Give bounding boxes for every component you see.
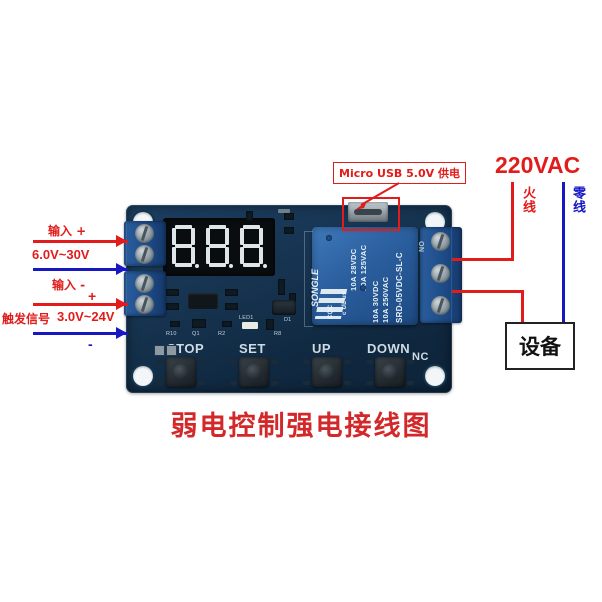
- device-box: 设备: [505, 322, 575, 370]
- wire-com-vertical: [521, 290, 524, 324]
- label-neutral-wire: 零线: [570, 186, 585, 214]
- silk-led1: LED1: [239, 315, 254, 321]
- arrow-trigger-minus-icon: [116, 327, 127, 339]
- silk-r2: R2: [218, 331, 226, 337]
- label-live-wire: 火线: [520, 186, 535, 214]
- label-input-plus: 输入 +: [48, 224, 87, 238]
- relay-brand-label: SONGLE: [310, 268, 320, 307]
- display-digit-1: [169, 224, 199, 270]
- relay-logo-bars: [314, 289, 348, 319]
- label-trigger-plus: +: [88, 288, 97, 304]
- arrow-input-plus-icon: [116, 235, 127, 247]
- button-label-stop: STOP: [167, 341, 205, 356]
- pad-square-1: [154, 345, 165, 356]
- callout-micro-usb: Micro USB 5.0V 供电: [333, 162, 466, 184]
- arrow-trigger-plus-icon: [116, 298, 127, 310]
- relay-rating-30vdc: 10A 30VDC: [371, 280, 380, 323]
- terminal-block-trigger-input[interactable]: [124, 271, 166, 316]
- button-label-up: UP: [312, 341, 332, 356]
- relay-rating-125vac: 10A 125VAC: [359, 244, 368, 291]
- display-digit-2: [203, 224, 233, 270]
- relay-cqc-mark: CQC: [328, 304, 334, 319]
- push-button-down[interactable]: [375, 357, 405, 387]
- silk-q1: Q1: [192, 331, 200, 337]
- ic-chip: [188, 293, 218, 309]
- wire-com-horizontal: [452, 290, 524, 293]
- mount-hole-top-right: [425, 212, 445, 232]
- relay-part-number: SRD-05VDC-SL-C: [395, 252, 404, 323]
- relay-vent-hole-2: [360, 285, 366, 291]
- wire-input-minus: [33, 268, 128, 271]
- mount-hole-bottom-right: [425, 366, 445, 386]
- device-box-label: 设备: [519, 335, 561, 359]
- wire-input-plus: [33, 240, 128, 243]
- diagram-caption: 弱电控制强电接线图: [170, 411, 432, 442]
- relay-songle: SRD-05VDC-SL-C 10A 250VAC 10A 30VDC 10A …: [310, 227, 418, 325]
- silk-r8: R8: [274, 331, 282, 337]
- wire-live-vertical: [511, 182, 514, 261]
- diode-d1: [272, 300, 296, 315]
- label-input-voltage: 6.0V~30V: [32, 247, 90, 262]
- mount-hole-top-left: [133, 212, 153, 232]
- wire-neutral-vertical: [562, 182, 565, 324]
- silk-nc-label: NC: [412, 351, 429, 363]
- wire-live-horizontal: [452, 258, 514, 261]
- wire-trigger-plus: [33, 303, 128, 306]
- relay-vent-hole-1: [326, 235, 332, 241]
- label-trigger-voltage: 3.0V~24V: [57, 309, 115, 324]
- screw-terminal-trig-minus[interactable]: [135, 295, 154, 314]
- mount-hole-bottom-left: [133, 366, 153, 386]
- screw-terminal-vin-minus[interactable]: [135, 245, 154, 264]
- label-220vac: 220VAC: [495, 152, 581, 178]
- screw-terminal-com[interactable]: [431, 264, 450, 283]
- callout-leader-line-icon: [355, 182, 400, 210]
- label-trigger-signal: 触发信号: [2, 312, 51, 326]
- push-button-stop[interactable]: [166, 357, 196, 387]
- push-button-set[interactable]: [239, 357, 269, 387]
- screw-terminal-vin-plus[interactable]: [135, 224, 154, 243]
- push-button-up[interactable]: [312, 357, 342, 387]
- screw-terminal-no[interactable]: [431, 232, 450, 251]
- callout-micro-usb-text: Micro USB 5.0V 供电: [339, 167, 460, 180]
- screw-terminal-trig-plus[interactable]: [135, 274, 154, 293]
- display-digit-3: [237, 224, 267, 270]
- label-input-minus: 输入 -: [52, 278, 86, 292]
- relay-rating-28vdc: 10A 28VDC: [349, 248, 358, 291]
- seven-segment-display: [163, 218, 275, 276]
- relay-ul-mark: c UL us: [342, 291, 348, 315]
- relay-silk-outline: [304, 231, 313, 327]
- button-label-set: SET: [239, 341, 266, 356]
- button-label-down: DOWN: [367, 341, 411, 356]
- label-trigger-minus: -: [88, 336, 93, 352]
- relay-timer-board: NO NC SRD-05VDC-SL-C 10A 250VAC 10A 30VD…: [124, 197, 462, 393]
- relay-rating-250vac: 10A 250VAC: [381, 276, 390, 323]
- arrow-input-minus-icon: [116, 263, 127, 275]
- led1-indicator: [242, 322, 258, 329]
- pad-square-2: [166, 345, 177, 356]
- wire-trigger-minus: [33, 332, 128, 335]
- terminal-block-power-input[interactable]: [124, 221, 166, 266]
- silk-no-label: NO: [419, 240, 426, 253]
- terminal-block-relay-output[interactable]: [420, 227, 462, 323]
- screw-terminal-nc[interactable]: [431, 296, 450, 315]
- silk-r10: R10: [166, 331, 177, 337]
- silk-d1: D1: [284, 317, 292, 323]
